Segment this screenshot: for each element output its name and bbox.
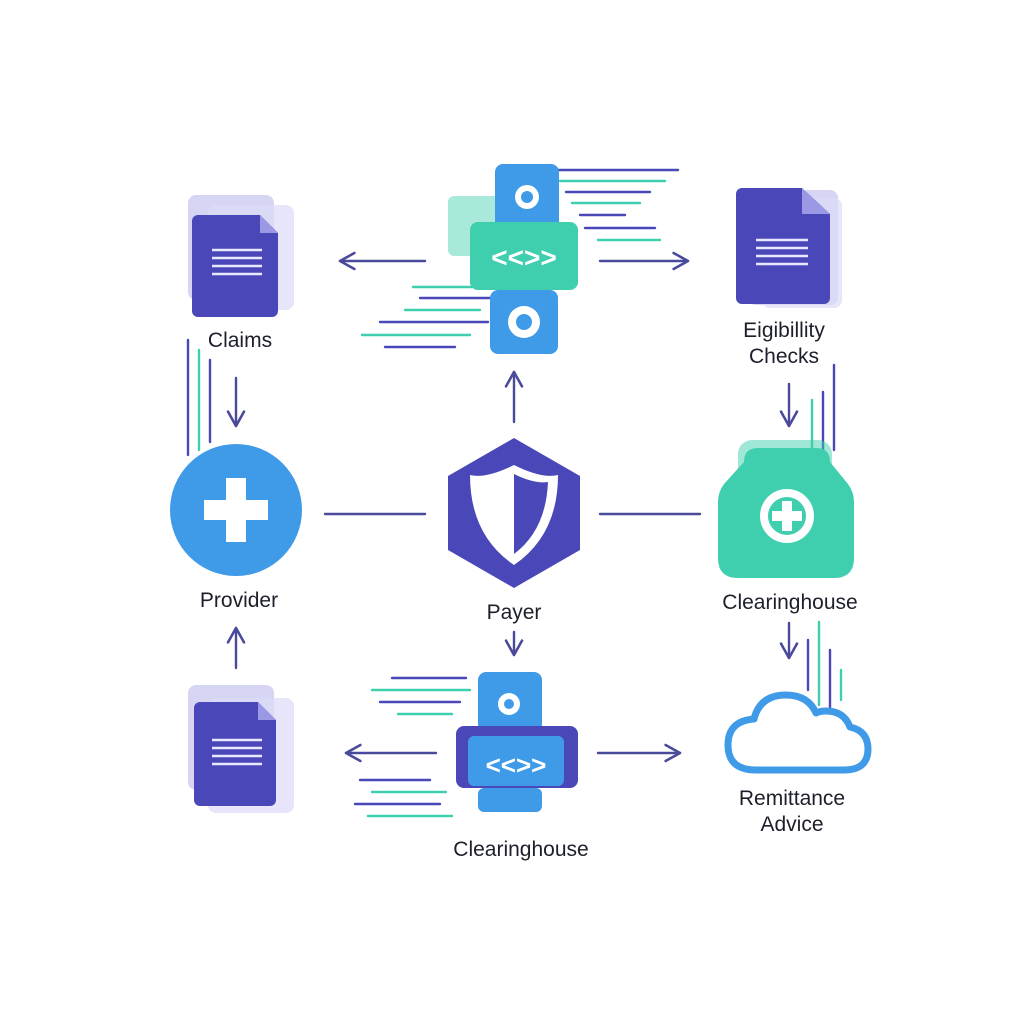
connectors bbox=[226, 251, 799, 763]
bottom-api-gateway-icon: <<>> bbox=[456, 672, 578, 812]
svg-text:<<>>: <<>> bbox=[491, 242, 556, 273]
clearinghouse-medical-case-icon bbox=[718, 440, 854, 578]
svg-text:<<>>: <<>> bbox=[486, 750, 547, 780]
bottom-left-document-icon bbox=[188, 685, 294, 813]
remittance-label-line2: Advice bbox=[760, 813, 824, 836]
provider-medical-cross-icon bbox=[170, 444, 302, 576]
eligibility-document-icon bbox=[736, 188, 842, 308]
claims-document-icon bbox=[188, 195, 294, 317]
payer-label: Payer bbox=[486, 601, 542, 624]
clearinghouse-bottom-label: Clearinghouse bbox=[453, 838, 589, 861]
remittance-cloud-icon bbox=[724, 691, 872, 774]
eligibility-label-line1: Eigibillity bbox=[743, 319, 825, 342]
eligibility-label: Eigibillity Checks bbox=[743, 318, 825, 370]
remittance-label-line1: Remittance bbox=[738, 787, 846, 810]
claims-label: Claims bbox=[207, 329, 273, 352]
top-api-gateway-icon: <<>> bbox=[448, 164, 578, 354]
remittance-label: Remittance Advice bbox=[739, 786, 845, 838]
clearinghouse-right-label: Clearinghouse bbox=[722, 591, 858, 614]
provider-label: Provider bbox=[199, 589, 279, 612]
eligibility-label-line2: Checks bbox=[748, 345, 820, 368]
payer-shield-icon bbox=[448, 438, 580, 588]
